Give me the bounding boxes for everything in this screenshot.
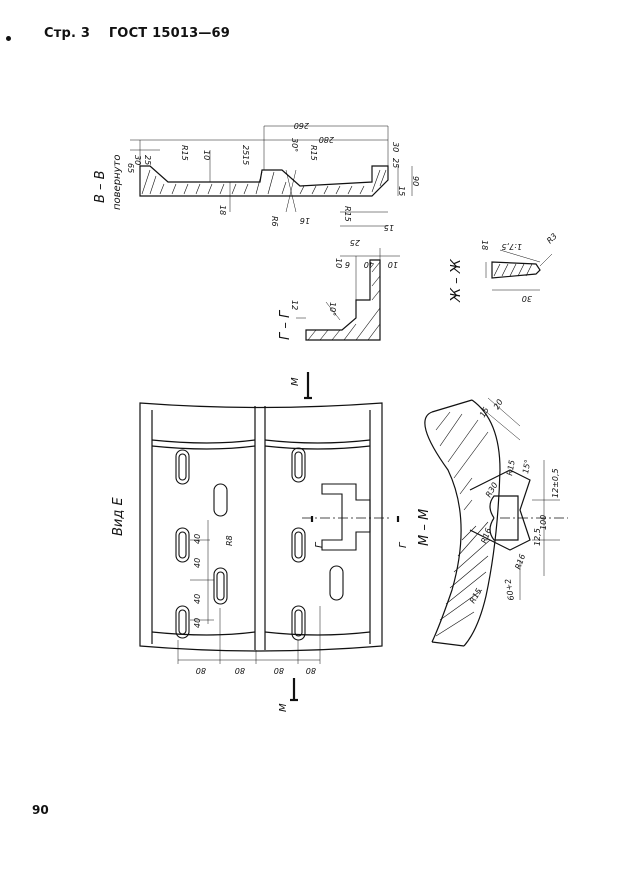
dim-e-7: 80: [274, 666, 284, 675]
section-mm: [424, 397, 568, 647]
dim-vv-0: 30: [133, 155, 142, 165]
dim-mm-11: R15: [468, 587, 484, 605]
dim-vv-20: 25: [350, 238, 360, 247]
dim-vv-13: 90: [411, 176, 420, 186]
section-zhzh-title: Ж – Ж: [449, 258, 464, 303]
dim-vv-11: 30: [391, 142, 400, 152]
dim-vv-4: 10: [202, 150, 211, 160]
dim-mm-6: 12±0,5: [551, 468, 560, 498]
dim-gg-0: 10: [334, 258, 343, 268]
dim-vv-10: 280: [319, 135, 334, 144]
dim-vv-6: 15: [241, 155, 250, 165]
cut-mark-m-bottom: М: [278, 703, 289, 712]
dim-vv-1: 25: [143, 155, 152, 165]
section-zhzh: [485, 249, 553, 291]
dim-mm-7: 100: [539, 515, 548, 530]
dim-e-3: 40: [193, 618, 202, 628]
dim-vv-12: 25: [391, 158, 400, 168]
section-vv-title: В – В: [93, 170, 108, 203]
slots: [175, 447, 344, 641]
page-header: Стр. 3 ГОСТ 15013—69: [44, 26, 244, 41]
dim-vv-17: 16: [300, 216, 310, 225]
dim-vv-9: 260: [294, 121, 309, 130]
dim-vv-19: 15: [384, 223, 394, 232]
dim-vv-8: R15: [309, 145, 318, 161]
page-label: Стр. 3: [44, 26, 91, 41]
view-e: [139, 372, 400, 702]
dim-zhzh-1: 1:7,5: [501, 242, 522, 251]
dim-mm-0: 15: [478, 406, 491, 419]
dim-e-2: 40: [193, 594, 202, 604]
cut-mark-g-right: Г: [398, 541, 409, 548]
view-e-title: Вид Е: [111, 497, 126, 536]
dim-mm-2: R15: [505, 459, 517, 476]
dim-gg-2: 40: [364, 260, 374, 269]
dim-e-8: 80: [306, 666, 316, 675]
dim-zhzh-0: 18: [480, 240, 489, 250]
dim-e-4: R8: [225, 535, 234, 546]
dim-mm-9: R16: [513, 553, 527, 571]
dim-mm-8: 12,5: [533, 528, 542, 546]
cut-mark-g-left: Г: [314, 541, 325, 548]
dim-e-6: 80: [235, 666, 245, 675]
standard-code: ГОСТ 15013—69: [108, 26, 231, 41]
dim-vv-5: 25: [241, 145, 250, 155]
dim-e-1: 40: [193, 558, 202, 568]
section-mm-title: М – М: [417, 509, 432, 546]
dim-e-5: 80: [196, 666, 206, 675]
dim-gg-3: 10: [388, 260, 398, 269]
dim-vv-7: 30°: [290, 138, 299, 152]
dim-vv-14: 15: [397, 186, 406, 196]
dim-gg-1: 6: [345, 260, 350, 269]
cut-mark-m-top: М: [290, 377, 301, 386]
section-zhzh-labels: Ж – Ж 18 1:7,5 R3 30: [449, 232, 559, 303]
dim-mm-3: 15°: [521, 459, 532, 475]
dim-vv-16: R6: [270, 216, 279, 227]
view-e-labels: Вид Е 40 40 40 40 R8 80 80 80 80 М М Г Г: [111, 377, 409, 712]
section-gg-labels: Г – Г 10 6 40 10 12 10°: [278, 258, 398, 340]
dim-mm-1: 20: [492, 398, 505, 411]
page-bullet: [6, 36, 11, 41]
page-number: 90: [32, 803, 49, 817]
dim-vv-18: R15: [343, 206, 352, 222]
dim-vv-3: R15: [180, 145, 189, 161]
section-vv-labels: В – В повернуто 30 25 65 R15 10 25 15 30…: [93, 121, 420, 247]
dim-gg-5: 10°: [328, 302, 337, 316]
dim-zhzh-3: 30: [522, 294, 532, 303]
section-vv: [130, 125, 413, 227]
dim-e-0: 40: [193, 534, 202, 544]
section-gg: [296, 248, 400, 341]
dim-mm-10: 60+2: [503, 578, 516, 601]
dim-vv-2: 65: [126, 163, 135, 173]
section-gg-title: Г – Г: [278, 309, 293, 340]
section-mm-labels: М – М 15 20 R15 15° R30 R16 12±0,5 100 1…: [417, 398, 560, 605]
dim-vv-15: 18: [218, 205, 227, 215]
dim-zhzh-2: R3: [545, 232, 559, 246]
dim-gg-4: 12: [290, 300, 299, 310]
section-vv-subtitle: повернуто: [112, 155, 123, 210]
